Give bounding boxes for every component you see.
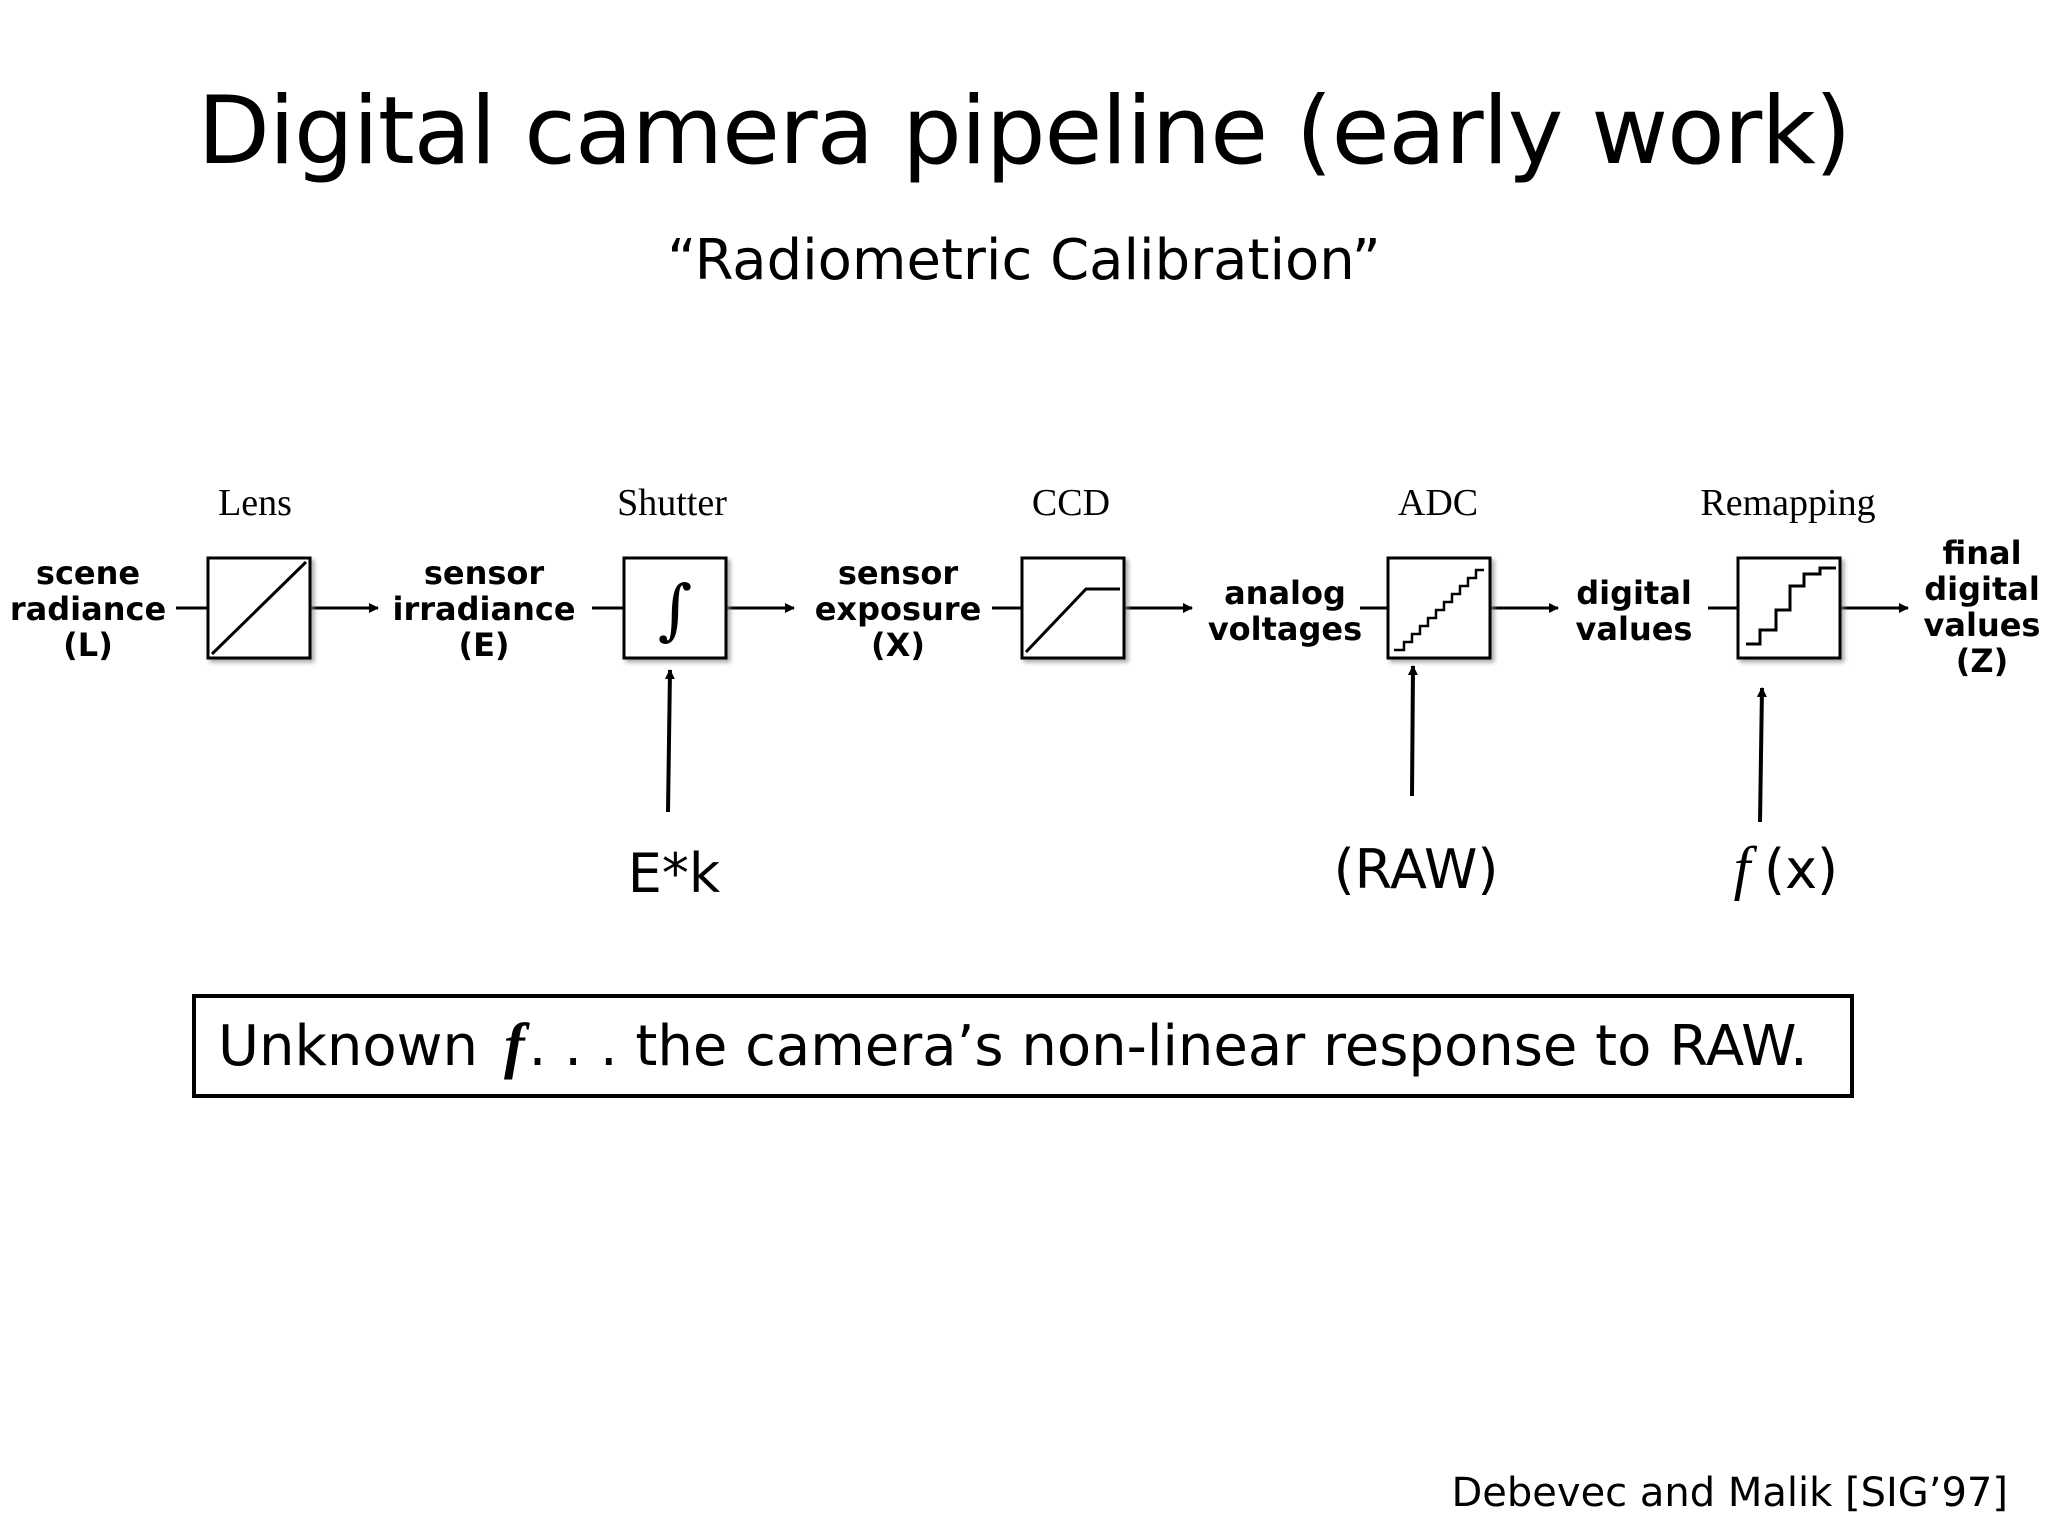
slide-subtitle: “Radiometric Calibration”	[667, 228, 1381, 293]
signal-scene-radiance-line2: radiance	[10, 590, 166, 628]
arrow-shutter-annotation	[664, 669, 675, 813]
coarse-staircase-icon	[1746, 566, 1836, 646]
signal-sensor-exposure-line1: sensor	[838, 554, 959, 592]
arrow-adc-annotation	[1407, 665, 1418, 797]
note-box: Unknown f . . . the camera’s non-linear …	[192, 994, 1854, 1098]
clipped-ramp-icon	[1024, 587, 1120, 654]
stage-label-remapping: Remapping	[1700, 482, 1875, 524]
fine-staircase-icon	[1394, 568, 1484, 652]
integral-icon: ∫	[658, 571, 692, 648]
signal-scene-radiance-line1: scene	[36, 554, 140, 592]
signal-analog-voltages-line1: analog	[1224, 574, 1346, 612]
signal-final-digital-values-line4: (Z)	[1956, 642, 2008, 680]
stage-label-lens: Lens	[218, 482, 292, 524]
stage-label-adc: ADC	[1398, 482, 1478, 524]
signal-analog-voltages-line2: voltages	[1208, 610, 1362, 648]
stage-box-ccd	[1020, 556, 1126, 660]
annotation-shutter: E*k	[628, 842, 721, 905]
stage-label-ccd: CCD	[1032, 482, 1110, 524]
signal-sensor-irradiance-line1: sensor	[424, 554, 545, 592]
note-suffix: . . . the camera’s non-linear response t…	[528, 1013, 1808, 1079]
signal-sensor-irradiance-line3: (E)	[458, 626, 509, 664]
stage-label-shutter: Shutter	[617, 482, 727, 524]
annotation-remapping-f: f	[1734, 835, 1758, 901]
signal-final-digital-values-line3: values	[1924, 606, 2041, 644]
pipeline-diagram: Lens Shutter CCD ADC Remapping scene rad…	[10, 482, 2041, 905]
stage-box-shutter	[622, 556, 728, 660]
signal-sensor-irradiance-line2: irradiance	[392, 590, 575, 628]
note-f-symbol: f	[503, 1011, 525, 1080]
signal-digital-values-line1: digital	[1576, 574, 1692, 612]
note-prefix: Unknown	[218, 1013, 478, 1079]
arrow-remapping-annotation	[1756, 687, 1767, 823]
signal-sensor-exposure-line3: (X)	[871, 626, 925, 664]
diagonal-line-icon	[210, 560, 308, 656]
annotation-adc: (RAW)	[1334, 838, 1499, 901]
citation: Debevec and Malik [SIG’97]	[1451, 1470, 2008, 1516]
annotation-remapping-x: (x)	[1764, 838, 1838, 901]
slide-title: Digital camera pipeline (early work)	[197, 77, 1852, 186]
signal-sensor-exposure-line2: exposure	[815, 590, 982, 628]
signal-scene-radiance-line3: (L)	[63, 626, 113, 664]
signal-digital-values-line2: values	[1576, 610, 1693, 648]
signal-final-digital-values-line2: digital	[1924, 570, 2040, 608]
signal-final-digital-values-line1: final	[1942, 534, 2021, 572]
